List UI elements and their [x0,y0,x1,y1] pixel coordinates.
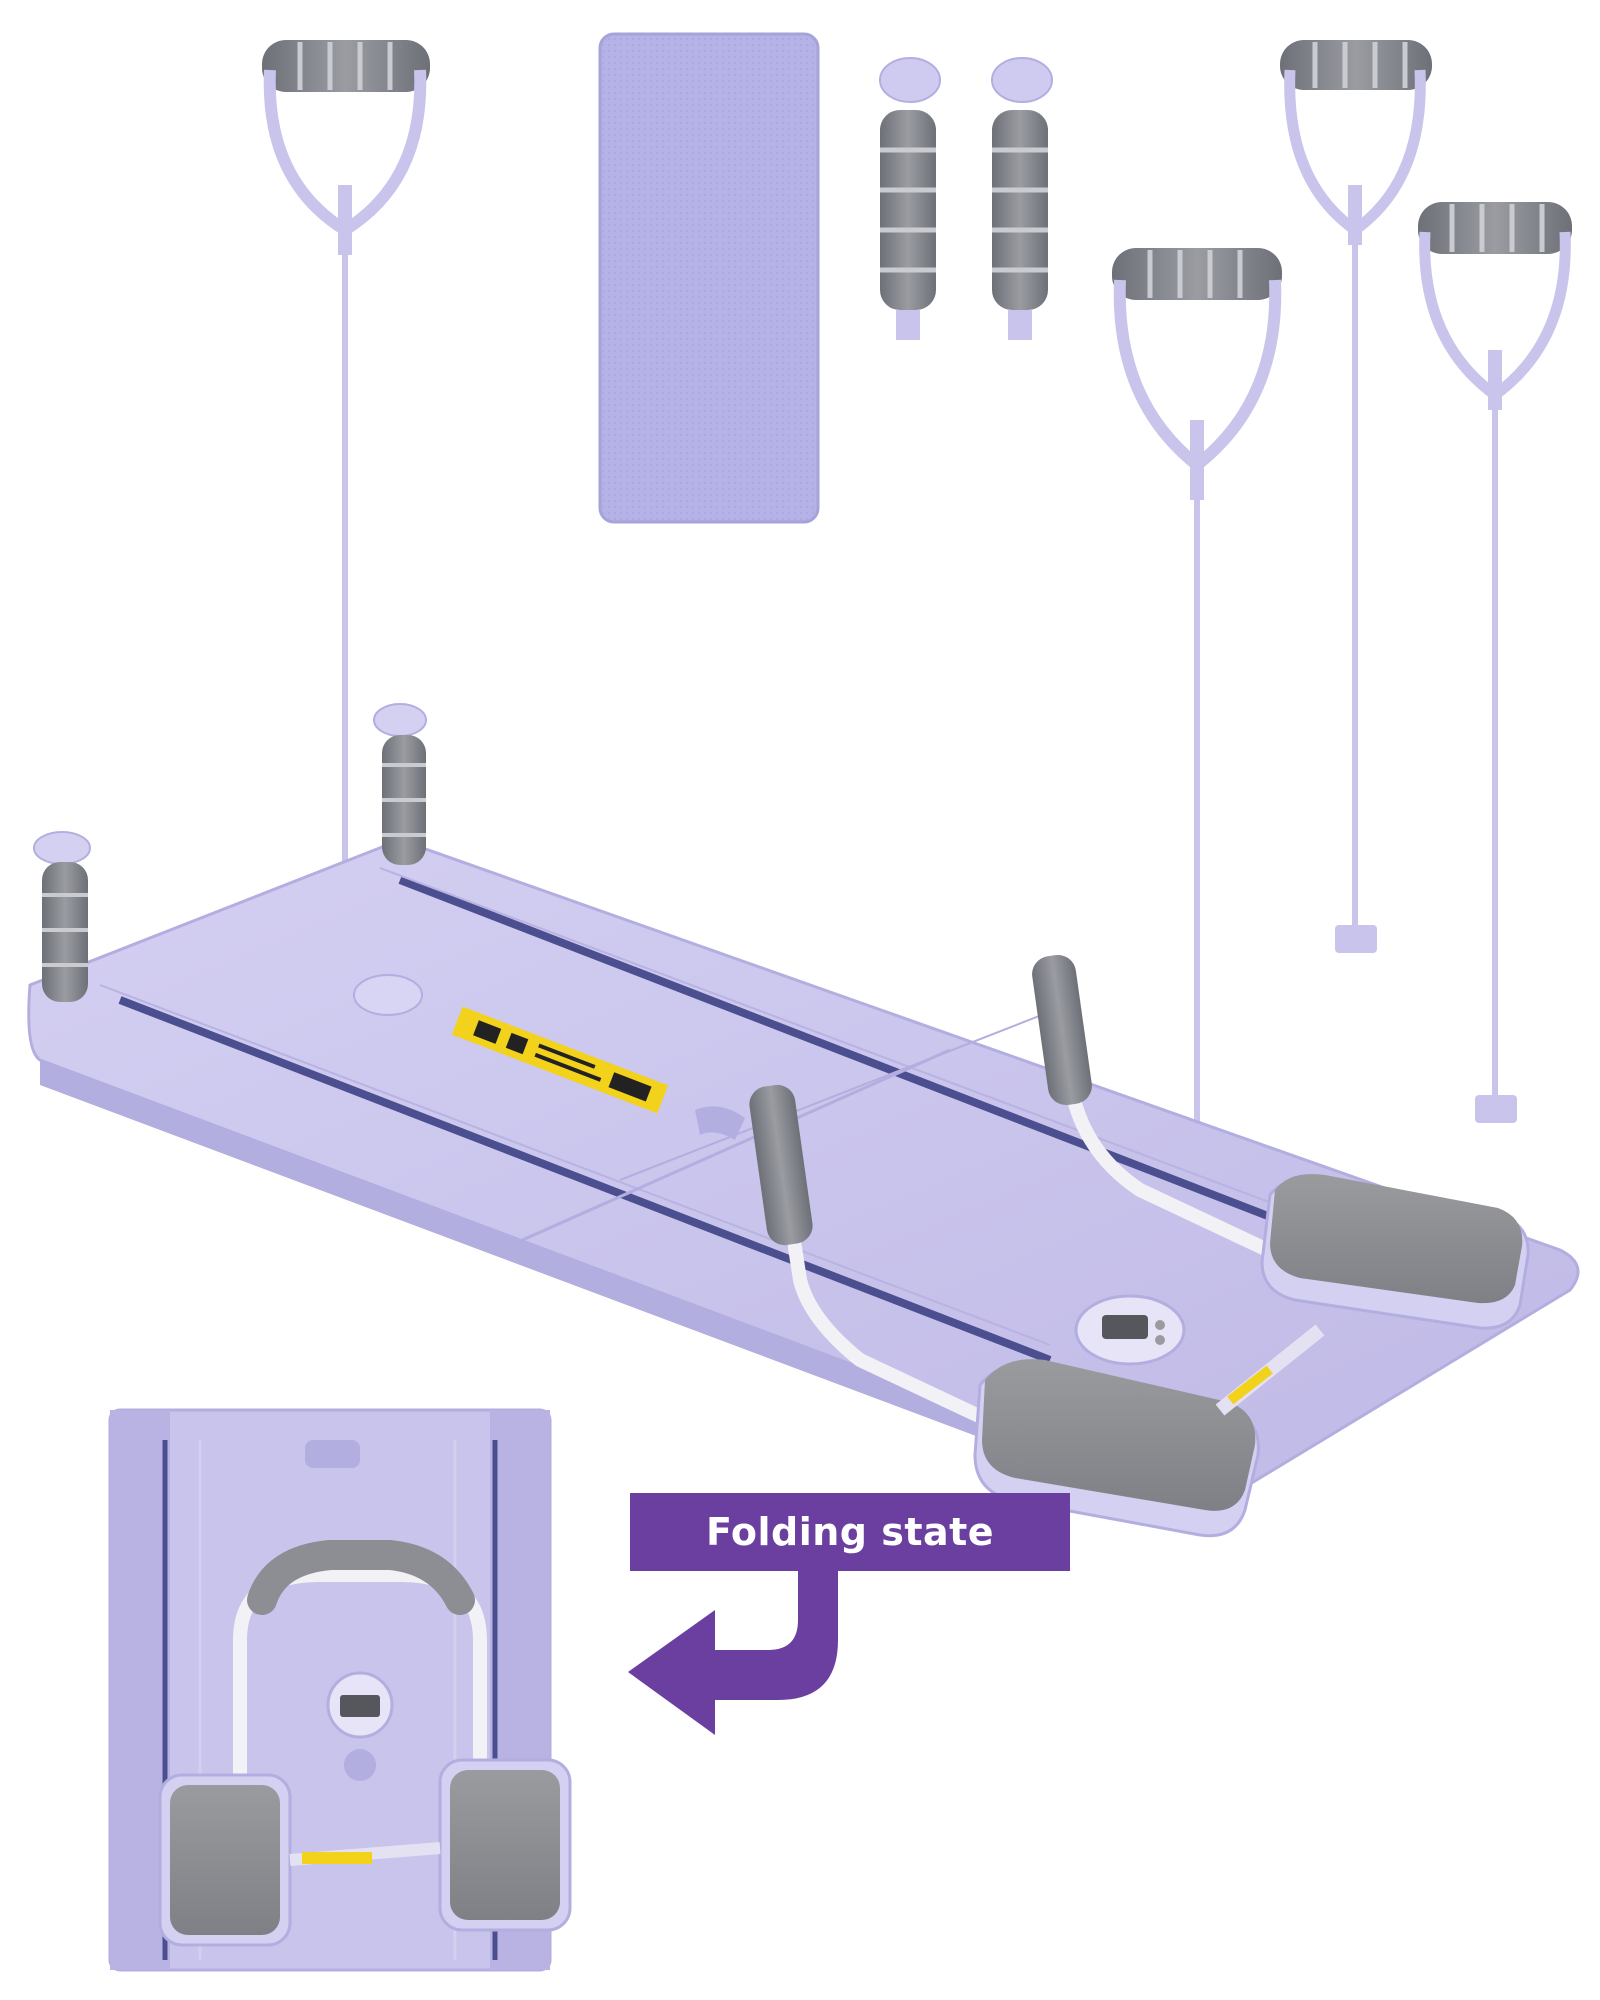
frame-grip-back [1032,954,1092,1106]
resistance-handle-left [262,40,430,980]
connecting-rod [1215,1324,1325,1416]
folded-board [108,1408,572,1972]
resistance-handle-loose-2 [1418,202,1572,1123]
knee-pad-back [1260,1174,1530,1330]
spare-grip-right [991,57,1053,340]
resistance-handle-loose-1 [1280,40,1432,953]
digital-counter-icon [1074,1294,1186,1366]
board-grip-left [33,831,91,1002]
spare-grip-left [879,57,941,340]
folding-state-text: Folding state [705,1510,995,1554]
knee-mat [598,32,820,524]
knee-pad-front [973,1359,1260,1538]
board-grip-right [373,703,427,865]
folding-state-label: Folding state [630,1493,1070,1571]
curved-arrow-left-icon [628,1520,838,1735]
frame-grip-front [749,1084,813,1246]
